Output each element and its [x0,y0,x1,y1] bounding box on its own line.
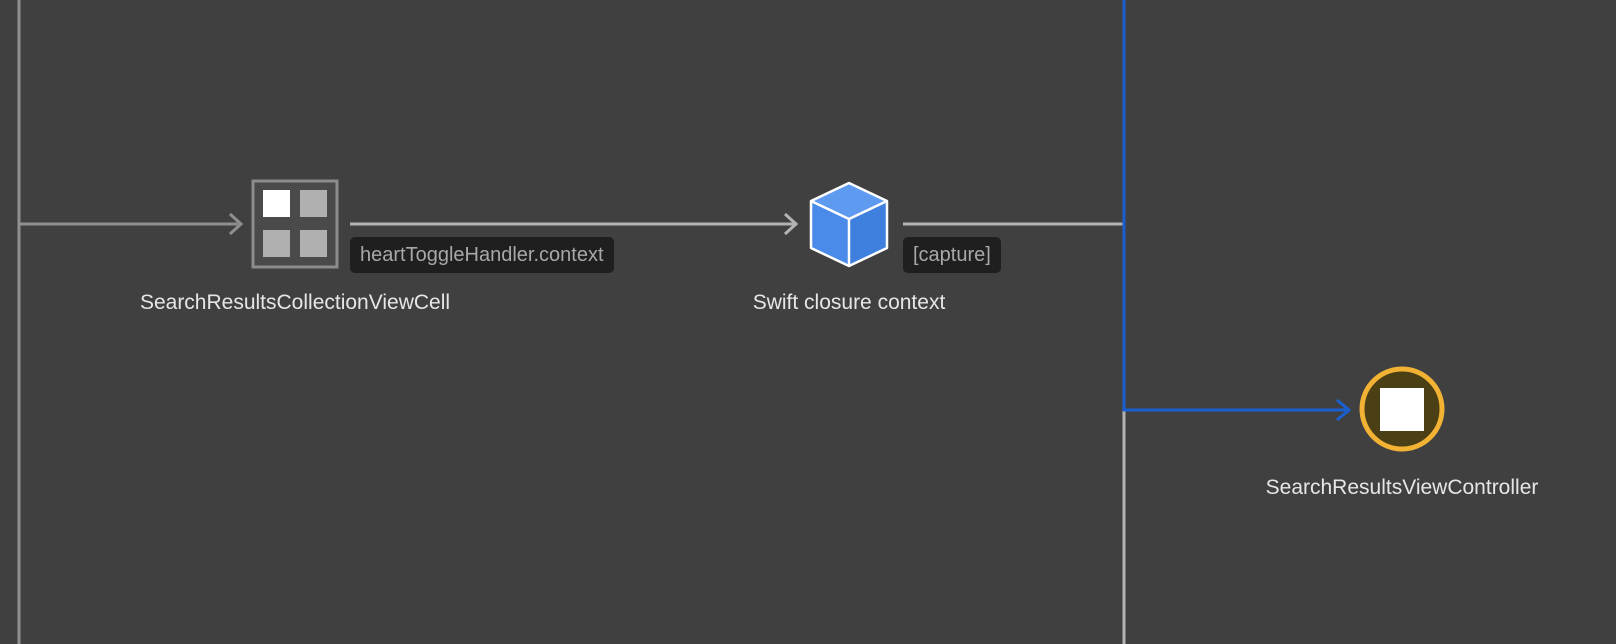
edge-into-cell[interactable] [19,212,244,236]
highlighted-path[interactable] [1122,0,1352,422]
edge-cell-to-closure[interactable] [350,212,799,236]
root-object-icon[interactable] [1359,366,1445,452]
cell-node-label: SearchResultsCollectionViewCell [139,291,451,314]
edge-label-cell-to-closure: heartToggleHandler.context [350,237,614,273]
edge-label-closure-to-controller: [capture] [903,237,1001,273]
closure-node-label: Swift closure context [752,291,946,314]
grid-icon[interactable] [251,179,339,269]
cube-icon[interactable] [809,181,889,268]
controller-node-label: SearchResultsViewController [1265,476,1539,499]
